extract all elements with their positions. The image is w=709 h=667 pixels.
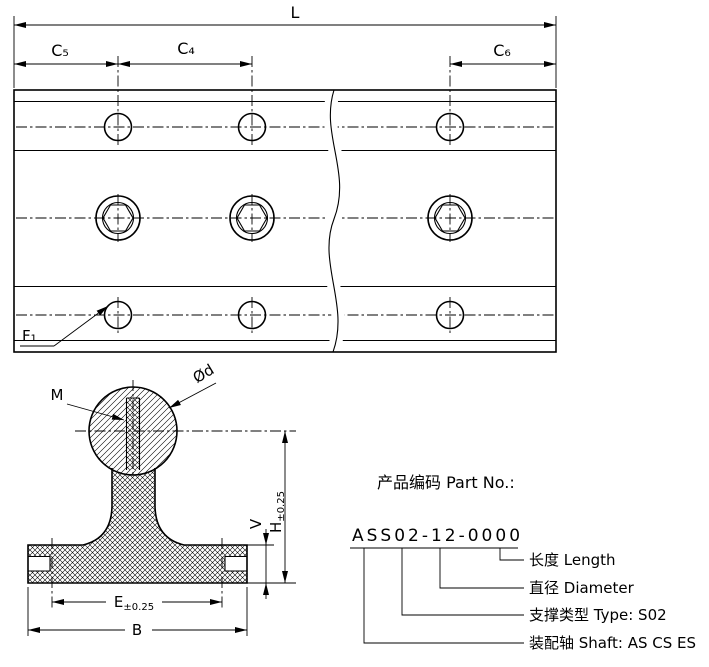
f1-leader: [53, 305, 109, 347]
callout-diameter: 直径 Diameter: [529, 579, 635, 597]
section-view: M Ød H±0.25 V E±0.25 B: [27, 361, 296, 639]
dim-label-c6: C₆: [493, 41, 511, 60]
column-centerlines: [117, 56, 451, 333]
top-view: L C₅ C₄ C₆: [13, 3, 557, 353]
callout-length: 长度 Length: [529, 551, 616, 569]
d-leader: [168, 382, 217, 409]
part-no-title: 产品编码 Part No.:: [377, 473, 515, 492]
callout-line-type: [401, 548, 524, 616]
h-tolerance: ±0.25: [276, 491, 287, 522]
socket-holes: [95, 195, 473, 241]
e-value: E: [114, 593, 123, 611]
d-label: Ød: [190, 361, 218, 387]
m-leader: [66, 403, 125, 421]
callout-line-shaft: [363, 548, 524, 644]
h-value: H: [267, 522, 285, 533]
h-label: H±0.25: [267, 491, 287, 533]
part-number-legend: 产品编码 Part No.: ASS02-12-0000 长度 Length 直…: [350, 473, 696, 652]
top-row-holes: [103, 112, 465, 142]
callout-shaft: 装配轴 Shaft: AS CS ES: [529, 634, 696, 652]
body-hatch: [28, 468, 247, 583]
callout-type: 支撑类型 Type: S02: [529, 606, 667, 624]
dim-label-l: L: [291, 3, 300, 22]
part-no-code: ASS02-12-0000: [352, 526, 523, 546]
b-label: B: [132, 621, 142, 639]
e-label: E±0.25: [114, 593, 154, 613]
plate-outline: [13, 89, 557, 353]
callout-line-length: [499, 548, 524, 561]
f1-label: F₁: [22, 327, 37, 345]
dim-label-c5: C₅: [51, 41, 69, 60]
dim-label-c4: C₄: [177, 39, 195, 58]
m-label: M: [51, 386, 64, 404]
break-line: [328, 89, 341, 353]
v-label: V: [247, 518, 265, 529]
body-outline: [27, 468, 248, 584]
callout-line-diameter: [439, 548, 524, 589]
e-tolerance: ±0.25: [123, 602, 154, 613]
